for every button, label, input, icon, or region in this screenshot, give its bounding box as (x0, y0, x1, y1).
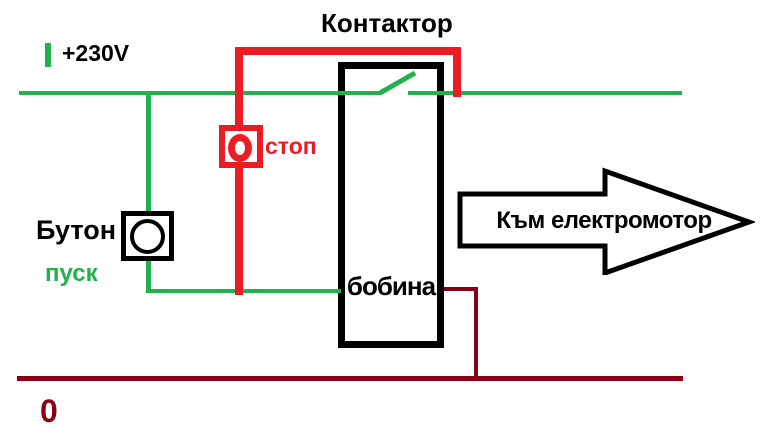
motor-arrow-label: Към електромотор (496, 207, 712, 234)
motor-arrow-icon (457, 167, 755, 275)
start-button-title: Бутон (36, 215, 117, 245)
start-branch-line (146, 93, 151, 291)
stop-circuit-top-line (235, 47, 461, 55)
phase-line-left-segment (19, 91, 382, 95)
start-button-label: пуск (45, 260, 98, 287)
stop-circuit-left-line (235, 47, 243, 295)
coil-feed-line (146, 289, 341, 293)
diagram-title: Контактор (321, 8, 453, 38)
power-rail-label: +230V (62, 40, 130, 66)
phase-line-right-segment (408, 91, 682, 95)
contactor-box (338, 62, 444, 348)
stop-button-label: стоп (265, 133, 317, 159)
coil-return-line-vertical (474, 287, 478, 380)
stop-button-icon (228, 134, 252, 162)
neutral-rail-label: 0 (40, 393, 58, 429)
power-indicator-bar-icon (45, 43, 51, 67)
stop-circuit-right-line (453, 47, 461, 97)
coil-return-line-horizontal (441, 287, 478, 291)
neutral-rail-line (17, 376, 683, 381)
coil-label: бобина (346, 271, 436, 301)
start-button-icon (130, 219, 165, 254)
open-switch-contact-icon (378, 70, 417, 96)
